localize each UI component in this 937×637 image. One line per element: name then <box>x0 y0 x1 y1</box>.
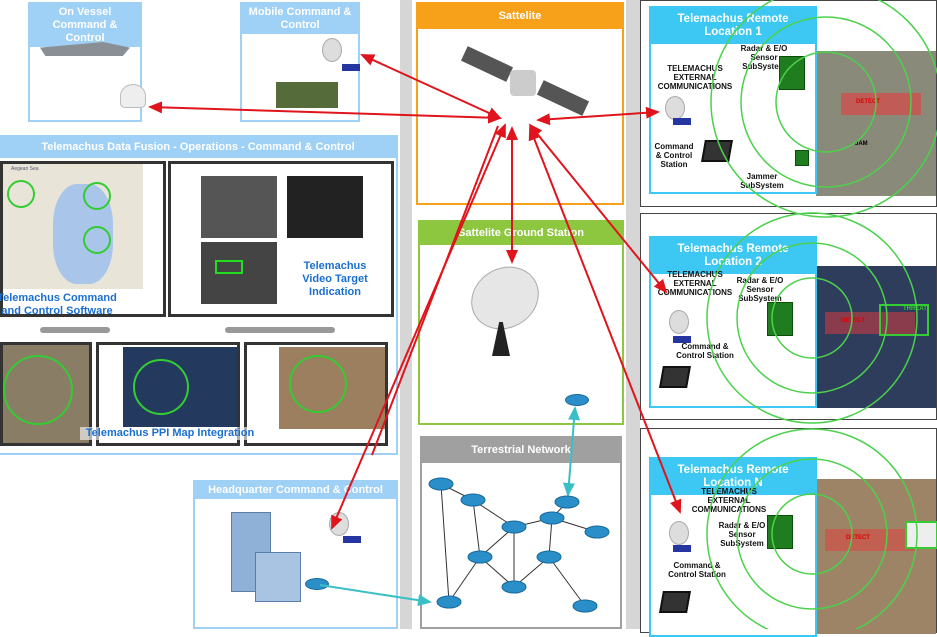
ext-comms-label: TELEMACHUS EXTERNAL COMMUNICATIONS <box>691 487 767 514</box>
link-hq <box>331 123 506 530</box>
threat-label: THREAT <box>903 306 927 312</box>
link-ground-terrestrial <box>562 406 581 497</box>
mobile-title: Mobile Command & Control <box>242 4 358 34</box>
router-icon <box>584 525 610 539</box>
link-remote1 <box>536 106 660 126</box>
router-icon <box>501 520 527 534</box>
terrestrial-routers <box>428 477 610 613</box>
ppi-monitor <box>0 342 92 446</box>
modem-icon <box>343 536 361 543</box>
jam-label: JAM <box>855 141 868 147</box>
c2-software-monitor: Aegean Sea Telemachus Command and Contro… <box>0 161 166 317</box>
router-icon <box>554 495 580 509</box>
jammer-label: Jammer SubSystem <box>740 172 784 190</box>
router-icon <box>467 550 493 564</box>
satellite-icon <box>510 70 536 96</box>
fusion-title: Telemachus Data Fusion - Operations - Co… <box>0 137 396 158</box>
video-feed <box>201 176 277 238</box>
link-remote2 <box>528 123 668 294</box>
radar-label: Radar & E/O Sensor SubSystem <box>718 521 766 548</box>
detect-label: DETECT <box>856 99 880 105</box>
c2-software-label: Telemachus Command and Control Software <box>0 292 117 317</box>
ppi-label: Telemachus PPI Map Integration <box>80 427 260 440</box>
link-remoteN <box>528 126 682 514</box>
satellite-dish-icon <box>322 38 342 62</box>
aerial-map <box>816 479 936 634</box>
map-label: Aegean Sea <box>11 166 39 172</box>
remote-location-1-panel: Telemachus Remote Location 1 TELEMACHUS … <box>640 0 937 207</box>
satellite-dish-icon <box>669 521 689 545</box>
map-image: Aegean Sea <box>3 164 143 289</box>
monitor-stand <box>225 327 335 333</box>
c2-station-label: Command & Control Station <box>676 342 734 360</box>
radar-coverage-icon <box>7 180 35 208</box>
router-icon <box>501 580 527 594</box>
monitor-stand <box>40 327 110 333</box>
modem-icon <box>673 118 691 125</box>
radome-icon <box>120 84 146 108</box>
ppi-circle <box>3 355 73 425</box>
link-mobile <box>360 54 502 119</box>
router-icon <box>305 578 329 590</box>
ppi-circle <box>133 359 189 415</box>
modem-icon <box>342 64 360 71</box>
radar-coverage-icon <box>83 226 111 254</box>
threat-box <box>879 304 929 336</box>
router-icon <box>536 550 562 564</box>
modem-icon <box>673 336 691 343</box>
vessel-box: On Vessel Command & Control <box>28 2 146 122</box>
satellite-title: Sattelite <box>418 4 622 29</box>
detect-label: DETECT <box>841 318 865 324</box>
router-icon <box>572 599 598 613</box>
target-box <box>215 260 243 274</box>
detect-beam <box>841 93 921 115</box>
vessel-title: On Vessel Command & Control <box>30 4 140 47</box>
router-icon <box>428 477 454 491</box>
jammer-icon <box>795 150 809 166</box>
router-icon <box>460 493 486 507</box>
link-hq-extra <box>371 125 499 456</box>
detect-beam <box>825 529 915 551</box>
link-hq-terrestrial <box>319 584 432 607</box>
detect-beam <box>825 312 915 334</box>
aerial-map <box>816 51 936 196</box>
ext-comms-label: TELEMACHUS EXTERNAL COMMUNICATIONS <box>657 270 733 297</box>
radar-sensor-icon <box>779 56 805 90</box>
link-vessel <box>148 101 502 124</box>
radar-label: Radar & E/O Sensor SubSystem <box>736 276 784 303</box>
router-icon <box>539 511 565 525</box>
c2-station-label: Command & Control Station <box>668 561 726 579</box>
building-icon <box>255 552 301 602</box>
radar-arcs <box>706 0 937 629</box>
detect-label: DETECT <box>846 535 870 541</box>
radar-coverage-icon <box>83 182 111 210</box>
radar-label: Radar & E/O Sensor SubSystem <box>740 44 788 71</box>
ext-comms-label: TELEMACHUS EXTERNAL COMMUNICATIONS <box>657 64 733 91</box>
router-icon <box>436 595 462 609</box>
modem-icon <box>673 545 691 552</box>
